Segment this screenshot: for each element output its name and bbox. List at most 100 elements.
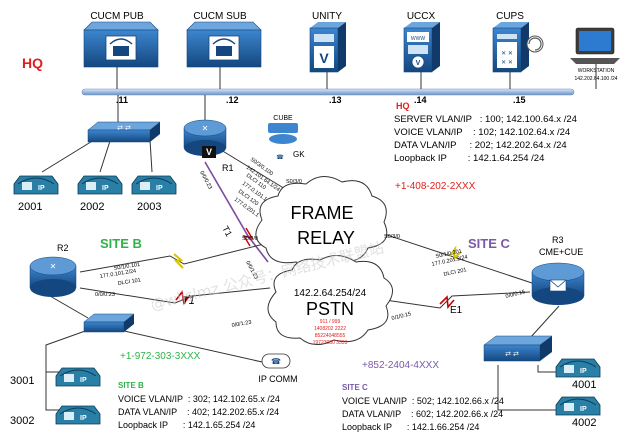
svg-text:WWW: WWW — [411, 36, 425, 42]
site-c-info-line: VOICE VLAN/IP : 502; 142.102.66.x /24 — [342, 396, 504, 406]
r2-t1-label: T1 — [182, 295, 195, 307]
r3-fr-dlci: DLCI 201 — [443, 267, 467, 278]
hq-info-line: DATA VLAN/IP : 202; 142.202.64.x /24 — [394, 140, 567, 151]
hq-info-line: VOICE VLAN/IP : 102; 142.102.64.x /24 — [394, 127, 570, 138]
svg-text:⇄ ⇄: ⇄ ⇄ — [117, 125, 131, 132]
voicemail-icon — [314, 46, 334, 68]
site-c-info-block: SITE C VOICE VLAN/IP : 502; 142.102.66.x… — [342, 383, 504, 432]
cups-label: CUPS — [496, 11, 524, 22]
svg-text:⇄ ⇄: ⇄ ⇄ — [505, 351, 519, 358]
gk-label: GK — [293, 150, 305, 159]
ip-phone-icon — [555, 396, 601, 416]
r2-fr-dlci: DLCI 101 — [117, 277, 141, 287]
host-id-13: .13 — [329, 95, 342, 105]
gk-icon — [269, 134, 297, 144]
r3-fr-subif: S0/1/0.201 — [435, 249, 462, 260]
unity-server: UNITY V — [309, 11, 346, 73]
mail-icon — [549, 279, 567, 292]
phone-ext: 3001 — [10, 375, 34, 387]
cucm-sub-server: CUCM SUB — [186, 11, 262, 68]
cube-icon — [268, 123, 298, 133]
site-b-phone-3002: 3002 — [10, 405, 101, 427]
r1-label: R1 — [222, 163, 234, 173]
r2-fr-subif: S0/1/0.101 — [113, 262, 140, 272]
workstation-ip: 142.202.64.100 /24 — [574, 76, 617, 82]
pstn-subnet: 142.2.64.254/24 — [294, 288, 367, 299]
uccx-label: UCCX — [407, 11, 436, 22]
ipcomm-label: IP COMM — [258, 374, 297, 384]
cups-server: CUPS ✕ ✕ ✕ ✕ — [492, 11, 544, 73]
hq-title: HQ — [22, 55, 43, 71]
unity-label: UNITY — [312, 11, 342, 22]
hq-switch: ⇄ ⇄ — [87, 121, 161, 143]
site-b-switch — [83, 313, 135, 333]
site-c-phone-4002: 4002 — [555, 396, 601, 429]
voice-badge — [202, 146, 216, 158]
site-c-info-line: DATA VLAN/IP : 602; 142.202.66.x /24 — [342, 409, 503, 419]
hq-phone-number: +1-408-202-2XXX — [395, 181, 476, 192]
svg-text:☎: ☎ — [276, 154, 284, 161]
site-b-title: SITE B — [100, 236, 142, 251]
host-id-15: .15 — [513, 95, 526, 105]
cucm-pub-server: CUCM PUB — [83, 11, 159, 68]
r1-t1-label: T1 — [220, 224, 234, 238]
ip-phone-icon — [555, 358, 601, 378]
site-c-phone-number: +852-2404-4XXX — [362, 360, 439, 371]
r1-router: ✕ V R1 — [183, 119, 234, 173]
svg-text:✕ ✕: ✕ ✕ — [501, 60, 513, 66]
svg-text:V: V — [319, 50, 329, 66]
frame-relay-label: FRAME — [291, 203, 354, 223]
www-icon — [407, 32, 429, 42]
r2-fr-ip: 177.0.101.2/24 — [99, 268, 136, 280]
hq-phone-2001: 2001 — [13, 175, 59, 213]
r2-router: R2 ✕ — [29, 243, 77, 297]
hq-info-line: SERVER VLAN/IP : 100; 142.100.64.x /24 — [394, 114, 577, 125]
ip-phone-icon — [55, 367, 101, 387]
site-b-phone-3001: 3001 — [10, 367, 101, 387]
pstn-number: 1408202 2222 — [314, 326, 346, 332]
ip-communicator: ☎ IP COMM — [258, 353, 298, 384]
cube-label: CUBE — [273, 115, 293, 122]
site-b-info-block: SITE B VOICE VLAN/IP : 302; 142.102.65.x… — [118, 381, 280, 430]
phone-ext: 2003 — [137, 201, 161, 213]
phone-ext: 3002 — [10, 415, 34, 427]
host-id-12: .12 — [226, 95, 239, 105]
hq-phone-2002: 2002 — [77, 175, 123, 213]
site-b-info-line: Loopback IP : 142.1.65.254 /24 — [118, 420, 255, 430]
phone-ext: 2001 — [18, 201, 42, 213]
svg-text:✕ ✕: ✕ ✕ — [501, 51, 513, 57]
phone-ext: 2002 — [80, 201, 104, 213]
r3-fr-far-if: S0/3/0 — [384, 234, 400, 240]
r3-router: R3 CME+CUE — [531, 235, 585, 305]
cube-gk: CUBE ☎ GK — [268, 115, 305, 161]
r2-pstn-far-if: 0/0/1:23 — [231, 320, 252, 329]
site-b-info-line: VOICE VLAN/IP : 302; 142.102.65.x /24 — [118, 394, 280, 404]
pstn-number: 911 / 999 — [320, 319, 341, 325]
ip-phone-icon — [131, 175, 177, 195]
ip-phone-icon — [77, 175, 123, 195]
svg-text:☎: ☎ — [271, 357, 281, 366]
svg-text:✕: ✕ — [202, 124, 209, 133]
pstn-label: PSTN — [306, 299, 354, 319]
workstation: WORKSTATION 142.202.64.100 /24 — [570, 27, 620, 82]
r1-fr-if: S0/3/0 — [286, 179, 302, 185]
site-c-phone-4001: 4001 — [555, 358, 601, 391]
site-c-info-title: SITE C — [342, 383, 368, 392]
site-b-phone-number: +1-972-303-3XXX — [120, 351, 201, 362]
site-b-info-line: DATA VLAN/IP : 402; 142.202.65.x /24 — [118, 407, 279, 417]
hq-info-block: HQ SERVER VLAN/IP : 100; 142.100.64.x /2… — [394, 101, 577, 192]
pstn-cloud: 142.2.64.254/24 PSTN 911 / 999 1408202 2… — [267, 255, 393, 346]
r3-pstn-far-if: 0/1/0:15 — [391, 311, 412, 322]
r2-pstn-if: 0/0/0:23 — [95, 292, 115, 298]
hq-phone-2003: 2003 — [131, 175, 177, 213]
workstation-label: WORKSTATION — [578, 68, 615, 74]
frame-relay-cloud: FRAME RELAY — [255, 176, 388, 267]
phone-ext: 4001 — [572, 379, 596, 391]
pstn-number: 19723030 3333 — [313, 340, 348, 346]
hq-lan-backbone — [81, 88, 575, 96]
site-c-switch: ⇄ ⇄ — [483, 335, 553, 362]
uccx-server: UCCX WWW V — [403, 11, 440, 73]
site-c-title: SITE C — [468, 236, 511, 251]
r3-pstn-if: 0/0/0:15 — [505, 289, 526, 300]
